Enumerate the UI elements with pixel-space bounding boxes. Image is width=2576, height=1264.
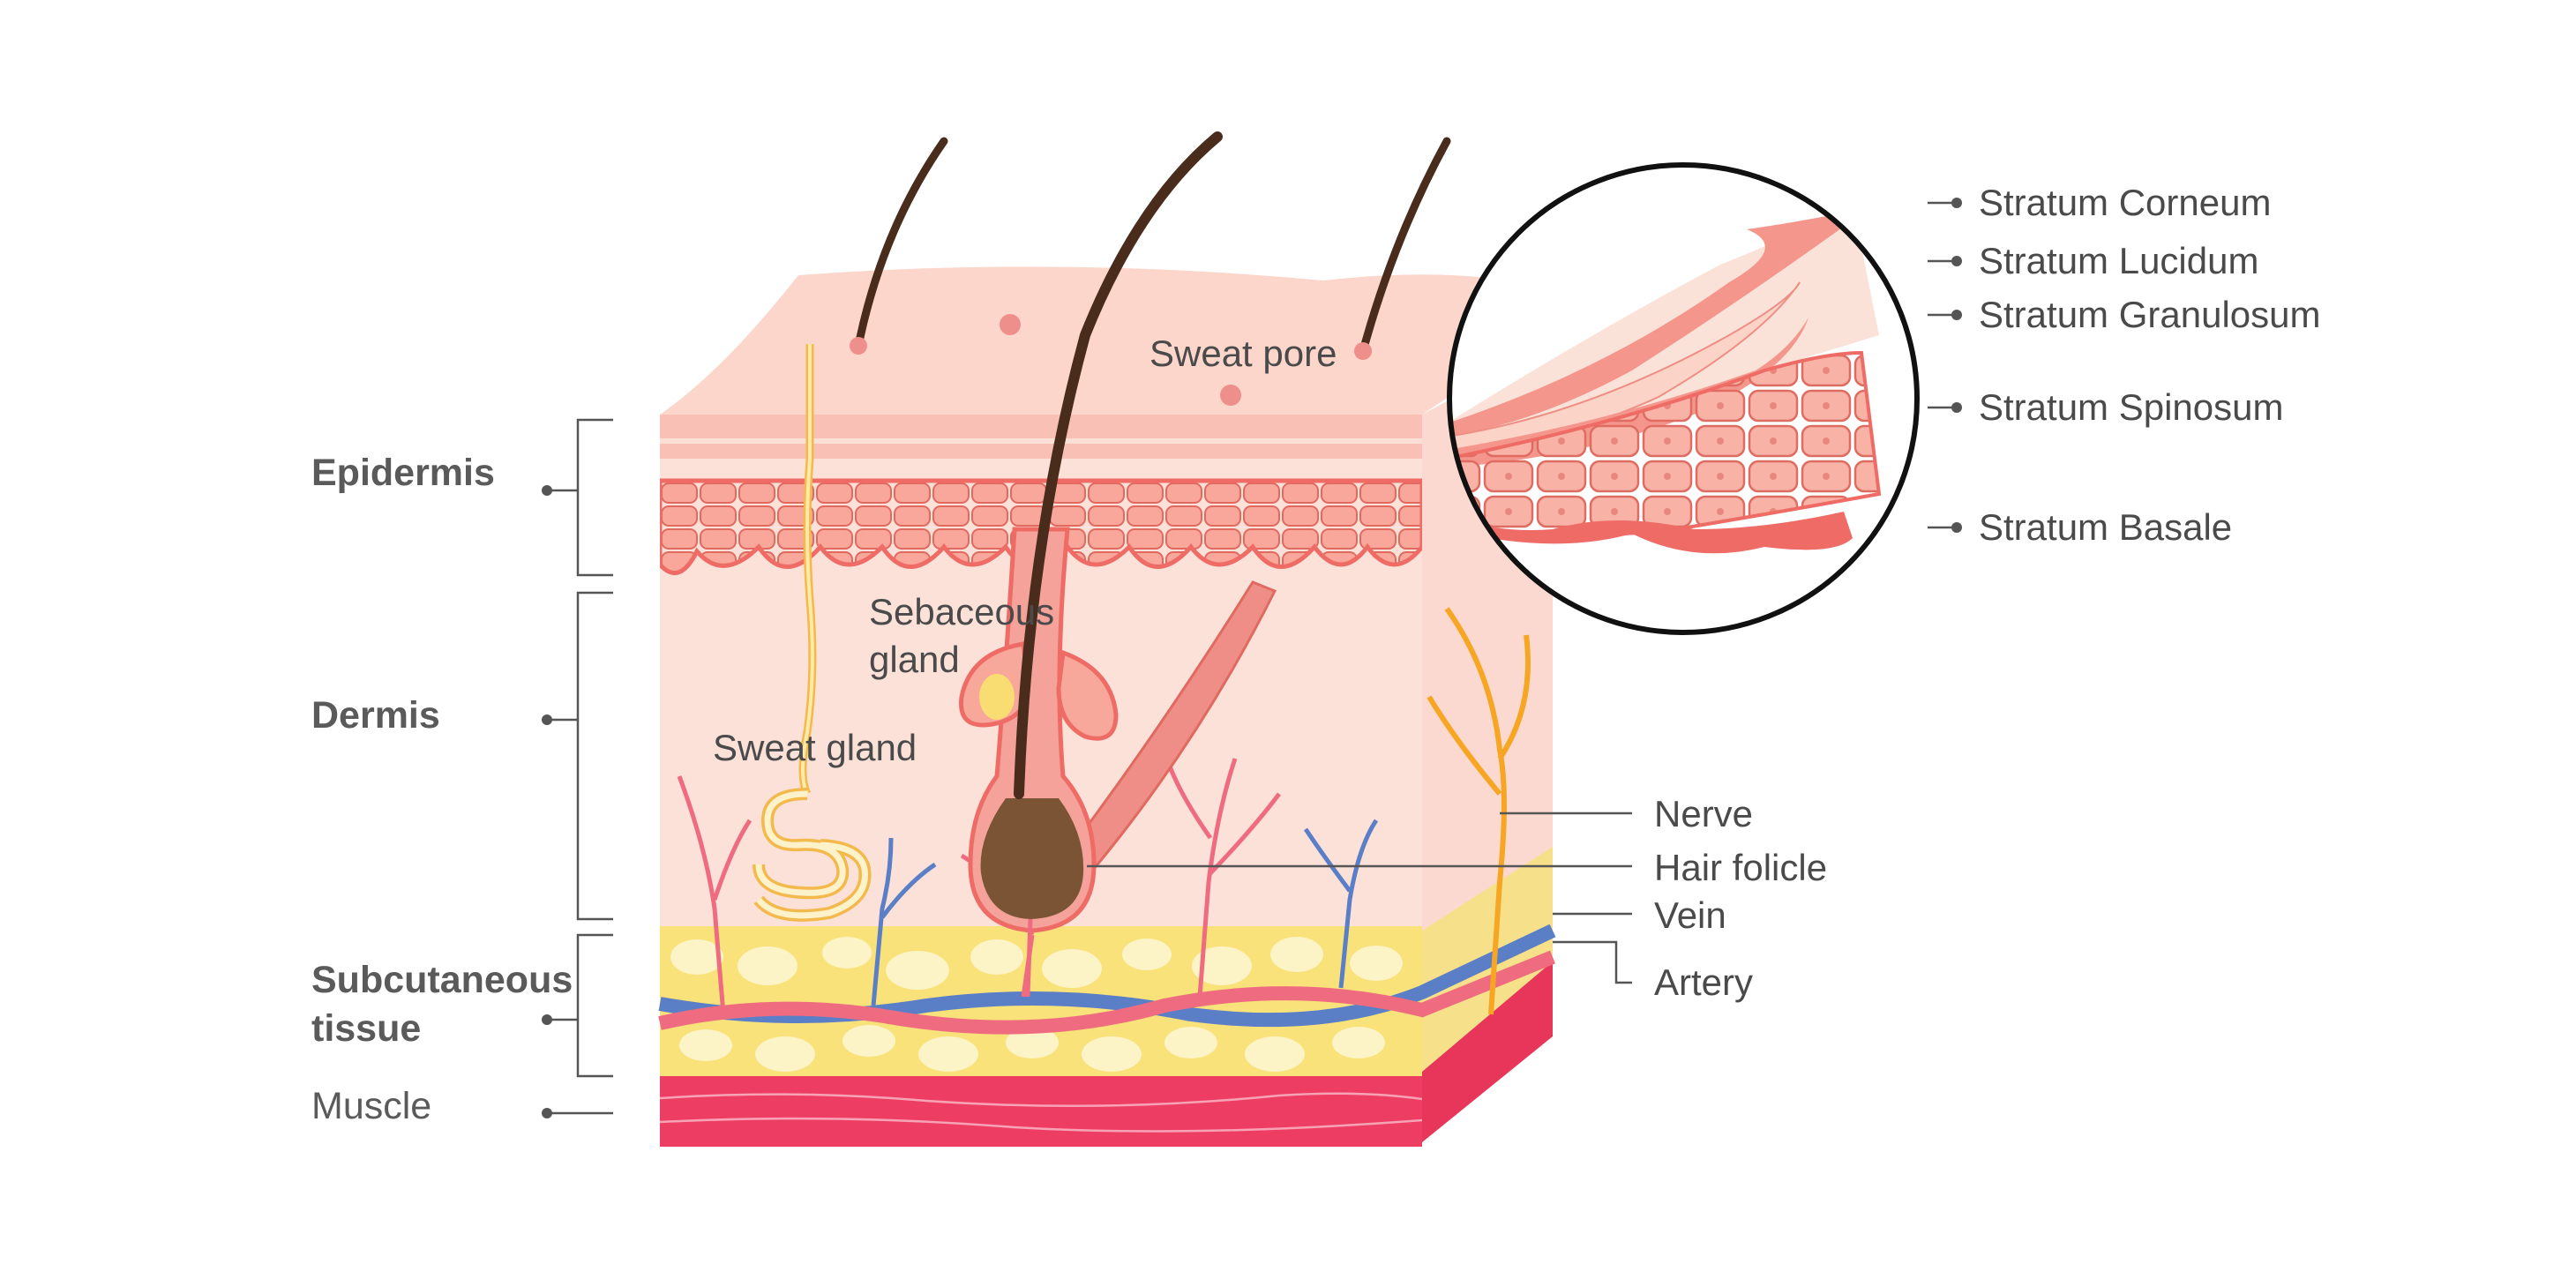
pore (1000, 314, 1021, 335)
block-right-face-muscle (1422, 961, 1553, 1142)
strata-item: Stratum Basale (1928, 506, 2232, 548)
stratum-corneum-label: Stratum Corneum (1979, 182, 2271, 223)
stratum-granulosum-label: Stratum Granulosum (1979, 294, 2320, 335)
strata-item: Stratum Corneum (1928, 182, 2271, 223)
hair-follicle (968, 527, 1097, 998)
pore (1354, 342, 1372, 360)
vein-label: Vein (1654, 894, 1726, 936)
strata-legend: Stratum Corneum Stratum Lucidum Stratum … (1928, 182, 2320, 548)
pore (850, 337, 867, 355)
magnified-corneum (1449, 207, 1870, 437)
subcutaneous-label-line1: Subcutaneous (311, 959, 573, 1001)
sebaceous-gland-label-line1: Sebaceous (869, 591, 1054, 632)
stratum-basale-label: Stratum Basale (1979, 506, 2232, 548)
nerve-label: Nerve (1654, 793, 1753, 834)
pore (1220, 385, 1241, 406)
muscle-layer (660, 1076, 1422, 1147)
stratum-lucidum-label: Stratum Lucidum (1979, 240, 2258, 281)
stratum-corneum-band (660, 415, 1422, 459)
sweat-pore-label: Sweat pore (1149, 333, 1337, 374)
hair-shaft-right (1359, 137, 1451, 355)
hair-shaft-left (854, 137, 948, 350)
artery-vessel (658, 950, 1556, 1035)
dermis-label: Dermis (311, 694, 440, 737)
muscle-label: Muscle (311, 1085, 431, 1127)
block-top-face (660, 266, 1553, 415)
strata-item: Stratum Granulosum (1928, 294, 2320, 335)
sweat-gland (753, 344, 872, 922)
strata-item: Stratum Lucidum (1928, 240, 2258, 281)
sebaceous-gland-label-line2: gland (869, 639, 960, 680)
skin-block (658, 131, 1556, 1147)
subcutaneous-label-line2: tissue (311, 1007, 421, 1050)
nerve-fiber (1427, 607, 1531, 1015)
epidermis-label: Epidermis (311, 452, 495, 494)
vein-vessel (658, 924, 1556, 1028)
strata-item: Stratum Spinosum (1928, 386, 2283, 428)
sweat-gland-label: Sweat gland (713, 727, 917, 768)
stratum-spinosum-label: Stratum Spinosum (1979, 386, 2283, 428)
layer-brackets (542, 418, 613, 1118)
artery-label: Artery (1654, 961, 1753, 1003)
hair-follicle-label: Hair folicle (1654, 847, 1827, 888)
hair-shaft-center (1014, 131, 1223, 799)
arrector-pili-muscle (1070, 580, 1277, 871)
magnified-basale (1449, 512, 1853, 554)
magnified-epidermis (1447, 162, 1920, 635)
structure-leaders (1087, 812, 1632, 984)
